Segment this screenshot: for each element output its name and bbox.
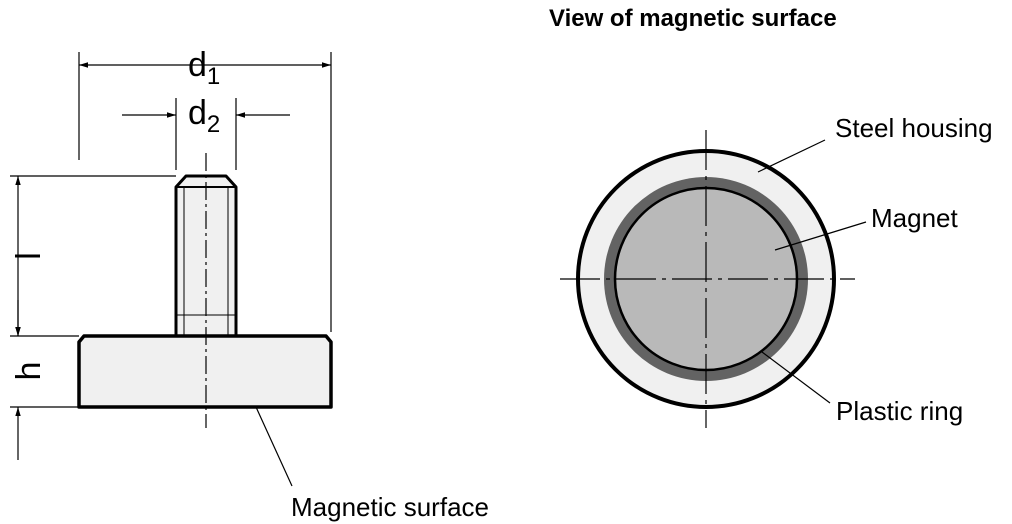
leader-magnetic-surface (255, 406, 293, 487)
label-magnet: Magnet (871, 203, 958, 233)
leader-plastic-ring (761, 351, 831, 404)
dim-label-d2: d2 (188, 94, 220, 138)
view-title: View of magnetic surface (549, 5, 837, 32)
label-plastic-ring: Plastic ring (836, 396, 963, 426)
front-view: View of magnetic surface Steel housing M… (549, 5, 993, 428)
leader-magnet (774, 221, 867, 251)
label-steel-housing: Steel housing (835, 113, 993, 143)
side-view: d1 d2 l h Magnetic surface (10, 46, 489, 522)
label-magnetic-surface: Magnetic surface (291, 492, 489, 522)
dim-label-l: l (10, 252, 48, 260)
dim-label-d1: d1 (188, 46, 220, 90)
leader-steel-housing (757, 139, 826, 173)
magnet-base (77, 334, 333, 409)
dim-label-h: h (10, 362, 48, 381)
